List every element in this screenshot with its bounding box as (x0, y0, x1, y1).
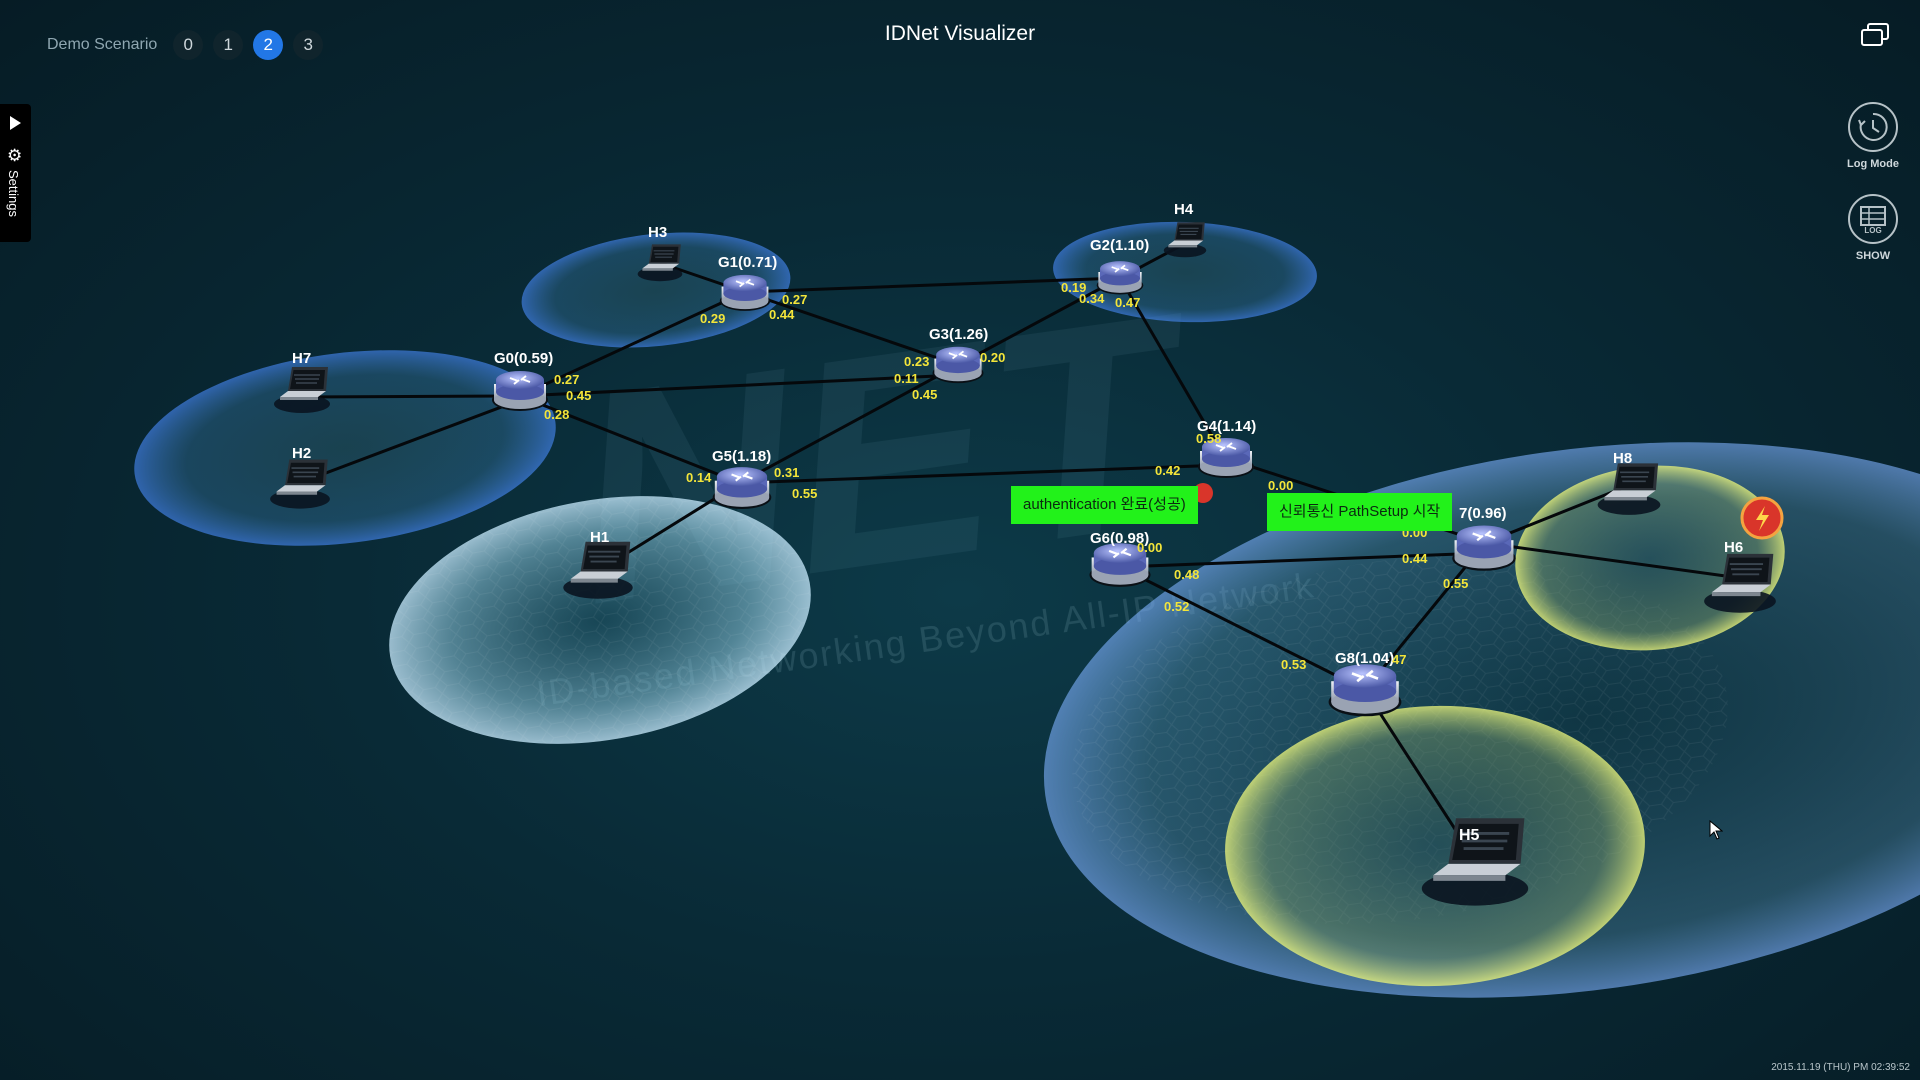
link-weight: 0.20 (980, 350, 1005, 365)
gateway-label-g6: G6(0.98) (1090, 530, 1149, 547)
link-weight: 0.47 (1115, 295, 1140, 310)
auth-success-message: authentication 완료(성공) (1011, 486, 1198, 524)
scenario-2-button[interactable]: 2 (253, 30, 284, 60)
link-weight: 0.27 (554, 372, 579, 387)
link-weight: 0.55 (1443, 576, 1468, 591)
link-weight: 0.19 (1061, 280, 1086, 295)
link-weight: 0.58 (1196, 431, 1221, 446)
gateway-g2-router[interactable] (1095, 260, 1145, 296)
demo-scenario-label: Demo Scenario (47, 36, 158, 53)
scenario-1-button[interactable]: 1 (213, 30, 244, 60)
gateway-label-g4: G4(1.14) (1197, 418, 1256, 435)
link-weight: 0.48 (1174, 567, 1199, 582)
gear-icon: ⚙ (7, 146, 23, 165)
link-weight: 0.00 (1268, 478, 1293, 493)
zone-h7-h2 (134, 350, 556, 546)
zone-h3-g1 (521, 232, 791, 348)
link-weight: 0.28 (544, 407, 569, 422)
log-list-icon: LOG (1848, 194, 1898, 244)
link-weight: 0.44 (769, 307, 795, 322)
log-show-button[interactable]: LOG SHOW (1843, 194, 1903, 262)
log-mode-button[interactable]: Log Mode (1843, 102, 1903, 170)
link-weight: 0.00 (1137, 540, 1162, 555)
link-weight: 0.53 (1281, 657, 1306, 672)
alert-badges (1193, 483, 1784, 540)
gateway-label-g8: G8(1.04) (1335, 650, 1394, 667)
gateway-label-g3: G3(1.26) (929, 326, 988, 343)
gateway-g7-router[interactable] (1451, 524, 1517, 572)
demo-scenario-selector: Demo Scenario 0 1 2 3 (47, 30, 324, 60)
settings-label: Settings (6, 170, 21, 217)
host-label-h3: H3 (648, 224, 667, 241)
gateway-g0-router[interactable] (491, 370, 549, 412)
play-icon[interactable] (10, 116, 21, 130)
log-icon-text: LOG (1864, 226, 1881, 235)
zone-h4-g2 (1053, 221, 1317, 323)
alert-icon-g4 (1193, 483, 1213, 503)
scenario-0-button[interactable]: 0 (173, 30, 204, 60)
link-weight: 0.11 (894, 371, 919, 386)
host-label-h2: H2 (292, 445, 311, 462)
gateway-label-g0: G0(0.59) (494, 350, 553, 367)
link-weight: 0.31 (774, 465, 799, 480)
host-label-h5: H5 (1459, 827, 1480, 844)
top-bar: Demo Scenario 0 1 2 3 IDNet Visualizer (0, 0, 1920, 80)
app-title: IDNet Visualizer (884, 22, 1036, 45)
show-label: SHOW (1855, 250, 1891, 262)
link-weight: 0.44 (1402, 551, 1428, 566)
mouse-cursor-icon (1709, 819, 1724, 845)
settings-panel-tab[interactable]: ⚙ Settings (0, 104, 31, 242)
host-label-h1: H1 (590, 529, 609, 546)
link-weight: 0.14 (686, 470, 712, 485)
links (301, 241, 1741, 861)
gateway-label-g1: G1(0.71) (718, 254, 777, 271)
window-restore-icon[interactable] (1860, 22, 1890, 48)
link-weight: 0.23 (904, 354, 929, 369)
link-weight: 0.55 (792, 486, 817, 501)
zones (134, 221, 1920, 998)
host-label-h4: H4 (1174, 201, 1194, 218)
host-label-h7: H7 (292, 350, 311, 367)
node-labels: G0(0.59) G1(0.71) G2(1.10) G3(1.26) G4(1… (292, 201, 1743, 844)
link-weight: 0.42 (1155, 463, 1180, 478)
path-setup-message: 신뢰통신 PathSetup 시작 (1267, 493, 1453, 531)
gateway-label-g2: G2(1.10) (1090, 237, 1149, 254)
host-label-h8: H8 (1613, 450, 1632, 467)
gateway-g5-router[interactable] (711, 466, 773, 510)
link-weight: 0.34 (1079, 291, 1105, 306)
history-icon (1848, 102, 1898, 152)
host-label-h6: H6 (1724, 539, 1743, 556)
link-weight: 47 (1392, 652, 1406, 667)
log-mode-label: Log Mode (1847, 158, 1899, 170)
gateway-label-g5: G5(1.18) (712, 448, 771, 465)
link-weight: 0.45 (566, 388, 591, 403)
status-timestamp: 2015.11.19 (THU) PM 02:39:52 (1771, 1062, 1910, 1073)
link-weight: 0.29 (700, 311, 725, 326)
gateway-g8-router[interactable] (1327, 662, 1403, 718)
link-weight: 0.45 (912, 387, 937, 402)
link-weight: 0.27 (782, 292, 807, 307)
link-weight: 0.52 (1164, 599, 1189, 614)
gateway-g3-router[interactable] (931, 345, 985, 384)
scenario-3-button[interactable]: 3 (293, 30, 324, 60)
gateway-label-g7: 7(0.96) (1459, 505, 1507, 522)
gateway-g1-router[interactable] (718, 273, 772, 312)
zone-h5 (1225, 705, 1645, 987)
